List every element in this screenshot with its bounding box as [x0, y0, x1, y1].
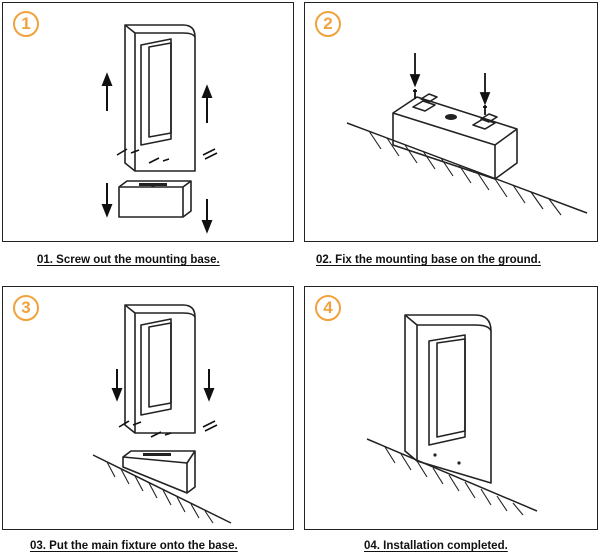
step-1-illustration — [101, 24, 218, 234]
step-2-panel: 2 — [304, 2, 598, 242]
ground-hatch — [368, 130, 562, 216]
step-3-panel: 3 — [2, 286, 294, 530]
step-2-badge: 2 — [315, 11, 341, 37]
step-2-illustration — [346, 53, 588, 216]
step-4-panel: 4 — [304, 286, 598, 530]
arrow-up-icon — [101, 72, 213, 123]
step-1-caption: 01. Screw out the mounting base. — [37, 254, 220, 266]
step-4-badge: 4 — [315, 295, 341, 321]
step-3-badge: 3 — [13, 295, 39, 321]
screw-icon — [409, 53, 491, 115]
step-4-caption: 04. Installation completed. — [364, 540, 508, 552]
step-2-caption: 02. Fix the mounting base on the ground. — [316, 254, 541, 266]
screw-icon — [118, 420, 218, 438]
step-3-illustration — [92, 304, 232, 524]
step-1-panel: 1 — [2, 2, 294, 242]
step-3-caption: 03. Put the main fixture onto the base. — [30, 540, 238, 552]
step-4-illustration — [366, 314, 538, 516]
step-1-badge: 1 — [13, 11, 39, 37]
arrow-down-icon — [111, 369, 215, 402]
screw-icon — [116, 148, 218, 164]
arrow-down-icon — [101, 183, 213, 234]
